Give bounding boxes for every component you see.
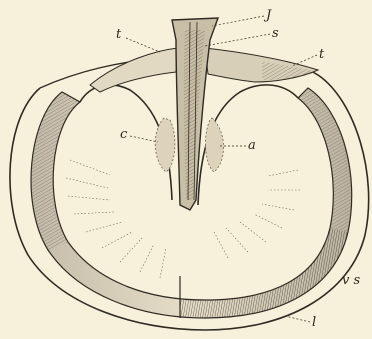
label-c: c	[120, 128, 127, 141]
band-left-hatching	[31, 92, 80, 250]
band-bottom-dark-hatching	[180, 228, 348, 318]
label-vs: v s	[342, 274, 360, 287]
right-wing	[205, 48, 318, 82]
label-t-left: t	[116, 28, 121, 41]
label-l: l	[312, 316, 316, 329]
right-lobe	[205, 118, 223, 172]
label-s: s	[272, 27, 279, 40]
left-wing	[90, 48, 178, 92]
label-J: J	[266, 9, 271, 22]
label-a: a	[248, 139, 256, 152]
label-t-right: t	[319, 48, 324, 61]
band-right-hatching	[298, 88, 352, 232]
